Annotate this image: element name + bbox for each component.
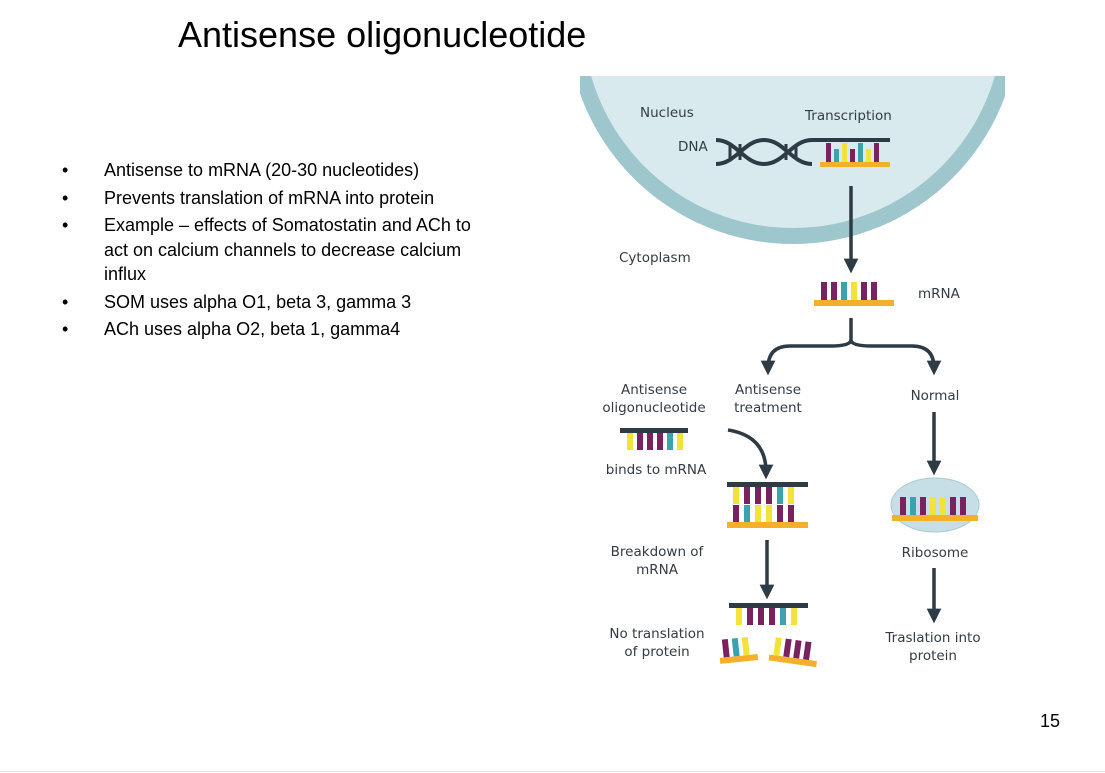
bullet-text: Prevents translation of mRNA into protei… (104, 187, 435, 208)
bullet-text: ACh uses alpha O2, beta 1, gamma4 (104, 319, 401, 339)
mrna-fragment-right-icon (768, 637, 817, 668)
nucleus (580, 76, 1005, 244)
antisense-oligo-label-line1: Antisense (621, 382, 687, 398)
nucleus-label: Nucleus (640, 105, 694, 121)
breakdown-label-line1: Breakdown of (611, 544, 705, 560)
antisense-treatment-label-line1: Antisense (735, 382, 801, 398)
bullet-list: • Antisense to mRNA (20-30 nucleotides) •… (62, 158, 472, 345)
bullet-dot: • (62, 160, 69, 180)
ribosome-label: Ribosome (902, 545, 969, 561)
mrna-strand-icon (814, 282, 894, 306)
no-translation-label-line2: of protein (624, 644, 689, 660)
bullet-item: • Prevents translation of mRNA into prote… (62, 186, 472, 211)
bullet-item: • Example – effects of Somatostatin and A… (62, 213, 472, 287)
dna-helix-icon (715, 137, 890, 167)
mrna-fragment-left-icon (719, 636, 759, 664)
branch-arrow (760, 318, 942, 376)
dna-label: DNA (678, 139, 708, 155)
bullet-dot: • (62, 187, 69, 208)
translation-label-line2: protein (909, 648, 957, 664)
normal-label: Normal (911, 388, 960, 404)
translation-label-line1: Traslation into (884, 630, 980, 646)
bullet-item: • SOM uses alpha O1, beta 3, gamma 3 (62, 290, 472, 315)
released-oligo-icon (729, 603, 808, 625)
arrow-binding (727, 428, 774, 480)
bullet-dot: • (62, 291, 69, 312)
bound-complex-icon (727, 482, 808, 528)
slide-title: Antisense oligonucleotide (178, 14, 587, 55)
antisense-treatment-label-line2: treatment (734, 400, 802, 416)
bullet-text: Example – effects of Somatostatin and AC… (104, 215, 471, 284)
bullet-item: • Antisense to mRNA (20-30 nucleotides) (62, 158, 472, 183)
ribosome-icon (890, 477, 980, 533)
transcription-label: Transcription (804, 108, 892, 124)
antisense-oligo-icon (620, 428, 688, 450)
no-translation-label-line1: No translation (609, 626, 704, 642)
transcription-strand-icon (820, 143, 890, 167)
bullet-item: • ACh uses alpha O2, beta 1, gamma4 (62, 317, 472, 342)
cytoplasm-label: Cytoplasm (619, 250, 691, 266)
nucleus-body (591, 76, 995, 228)
bullet-text: SOM uses alpha O1, beta 3, gamma 3 (104, 291, 412, 312)
bottom-divider (0, 771, 1105, 772)
bullet-dot: • (62, 319, 69, 339)
binds-label: binds to mRNA (606, 462, 707, 478)
mrna-label: mRNA (918, 286, 961, 302)
breakdown-label-line2: mRNA (636, 562, 679, 578)
antisense-oligo-label-line2: oligonucleotide (602, 400, 705, 416)
page-number: 15 (1040, 711, 1061, 731)
bullet-text: Antisense to mRNA (20-30 nucleotides) (104, 160, 420, 180)
bullet-dot: • (62, 215, 69, 235)
